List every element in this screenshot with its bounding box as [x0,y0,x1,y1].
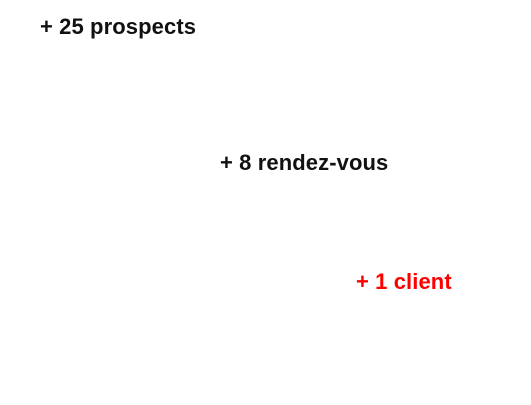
prospects-count: + 25 prospects [40,14,197,39]
client-count: + 1 client [356,269,452,294]
appointments-count: + 8 rendez-vous [220,150,389,175]
